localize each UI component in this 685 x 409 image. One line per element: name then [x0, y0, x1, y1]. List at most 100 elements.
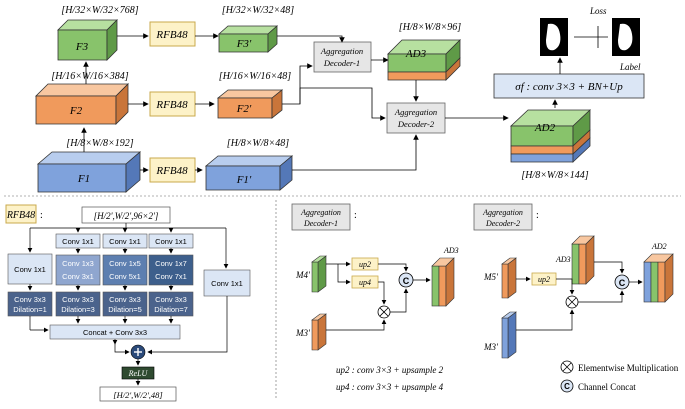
ad2-label: AD2: [534, 122, 556, 134]
svg-text:Conv 3x1: Conv 3x1: [62, 272, 94, 281]
f2p-dim: [H/16×W/16×48]: [219, 71, 291, 82]
rfb-relu-box: ReLU: [121, 366, 155, 380]
legend-concat-label: Channel Concat: [578, 382, 636, 392]
svg-text:Conv 1x1: Conv 1x1: [62, 237, 94, 246]
dec2-m3-label: M3': [483, 342, 499, 352]
svg-text:Conv 1x1: Conv 1x1: [109, 237, 141, 246]
ad3-label: AD3: [405, 48, 427, 60]
aggregation-decoder-2-box: Aggregation Decoder-2: [386, 102, 446, 134]
f1-dim: [H/8×W/8×192]: [66, 138, 133, 149]
rfb-dil-3: Conv 3x3 Dilation=7: [148, 291, 194, 317]
dec2-title-box: Aggregation Decoder-2: [473, 203, 533, 231]
svg-text:Conv 1x1: Conv 1x1: [211, 279, 243, 288]
dec1-m4-block: [311, 255, 327, 293]
rfb-input-box: [H/2',W/2',96×2']: [81, 206, 171, 224]
rfb-label-1: RFB48: [155, 165, 188, 177]
dec1-up4-box: up4: [351, 275, 379, 289]
dec1-line2: Decoder-1: [323, 58, 360, 68]
dec1-output-block: [431, 257, 455, 307]
dec1-up2-box: up2: [351, 257, 379, 271]
dec1-output-label: AD3: [443, 246, 459, 255]
svg-text:Dilation=5: Dilation=5: [108, 305, 142, 314]
svg-text::: :: [354, 210, 357, 221]
dec2-line2: Decoder-2: [397, 119, 435, 129]
svg-text:Dilation=7: Dilation=7: [154, 305, 188, 314]
ad3-dim: [H/8×W/8×96]: [399, 22, 461, 33]
dec2-line1: Aggregation: [394, 107, 437, 117]
f3p-block: F3': [217, 25, 279, 53]
rfb-box-1: RFB48: [149, 157, 196, 183]
svg-text:Conv 1x7: Conv 1x7: [155, 259, 187, 268]
rfb-concat-box: Concat + Conv 3x3: [49, 324, 181, 340]
rfb-sep-b2: Conv 1x5 Conv 5x1: [102, 254, 148, 286]
ad3-block: AD3: [387, 39, 461, 81]
svg-text:C: C: [403, 276, 410, 286]
label-mask: [612, 18, 640, 56]
svg-text:Concat + Conv 3x3: Concat + Conv 3x3: [83, 328, 147, 337]
rfb-conv1x1-b0: Conv 1x1: [7, 253, 53, 285]
dec1-m3-block: [311, 313, 327, 351]
svg-text:Conv 3x3: Conv 3x3: [62, 295, 94, 304]
svg-text:C: C: [564, 382, 570, 391]
rfb-input-dim: [H/2',W/2',96×2']: [94, 211, 159, 221]
rfb-label-2: RFB48: [155, 99, 188, 111]
sigma-box: σf : conv 3×3 + BN+Up: [493, 73, 645, 99]
dec1-note-up4: up4 : conv 3×3 + upsample 4: [336, 382, 444, 392]
rfb-conv1x1-b2: Conv 1x1: [102, 233, 148, 249]
rfb-title-box: RFB48: [5, 204, 37, 224]
dec1-mult-node: [377, 305, 391, 319]
f3p-dim: [H/32×W/32×48]: [222, 5, 294, 16]
f1p-label: F1': [236, 174, 252, 186]
dec1-note-up2: up2 : conv 3×3 + upsample 2: [336, 365, 444, 375]
f3p-label: F3': [236, 38, 252, 50]
rfb-sep-b3: Conv 1x7 Conv 7x1: [148, 254, 194, 286]
f1p-dim: [H/8×W/8×48]: [227, 138, 289, 149]
ad2-dim: [H/8×W/8×144]: [521, 170, 588, 181]
dec1-m3-label: M3': [295, 328, 311, 338]
svg-text:Conv 7x1: Conv 7x1: [155, 272, 187, 281]
rfb-dil-2: Conv 3x3 Dilation=5: [102, 291, 148, 317]
svg-text:Conv 3x3: Conv 3x3: [14, 295, 46, 304]
f3-label: F3: [75, 41, 89, 53]
svg-text:Conv 1x3: Conv 1x3: [62, 259, 94, 268]
dec2-ad3-block: [571, 235, 595, 285]
dec2-m5-label: M5': [483, 272, 499, 282]
rfb-output-dim: [H/2',W/2',48]: [113, 390, 162, 400]
svg-text:Conv 1x5: Conv 1x5: [109, 259, 141, 268]
f3-dim: [H/32×W/32×768]: [61, 5, 138, 16]
dec1-line1: Aggregation: [320, 46, 363, 56]
dec2-up2-box: up2: [531, 272, 557, 286]
svg-text:Aggregation: Aggregation: [300, 208, 341, 217]
svg-text:C: C: [619, 278, 626, 288]
dec2-mult-node: [565, 295, 579, 309]
rfb-output-box: [H/2',W/2',48]: [99, 386, 177, 402]
svg-text:Aggregation: Aggregation: [482, 208, 523, 217]
loss-label: Loss: [589, 6, 607, 16]
legend-concat: C Channel Concat: [560, 379, 636, 393]
rfb-sep-b1: Conv 1x3 Conv 3x1: [55, 254, 101, 286]
svg-text:Conv 3x3: Conv 3x3: [155, 295, 187, 304]
rfb-conv1x1-shortcut: Conv 1x1: [203, 269, 251, 297]
dec2-output-label: AD2: [651, 242, 667, 251]
f2-dim: [H/16×W/16×384]: [51, 71, 128, 82]
f2p-block: F2': [216, 89, 284, 119]
svg-text:Conv 1x1: Conv 1x1: [155, 237, 187, 246]
dec2-ad3-label: AD3: [555, 255, 571, 264]
ad2-block: AD2: [509, 109, 592, 163]
dec2-m3-block: [501, 311, 517, 359]
dec2-m5-block: [501, 257, 517, 299]
svg-text:Dilation=1: Dilation=1: [13, 305, 47, 314]
dec1-m4-label: M4': [295, 270, 311, 280]
rfb-label-3: RFB48: [155, 29, 188, 41]
rfb-conv1x1-b1: Conv 1x1: [55, 233, 101, 249]
svg-text:Decoder-1: Decoder-1: [303, 219, 338, 228]
rfb-conv1x1-b3: Conv 1x1: [148, 233, 194, 249]
f2-block: F2: [35, 83, 129, 125]
label-label: Label: [619, 62, 641, 72]
legend-mult-label: Elementwise Multiplication: [578, 363, 679, 373]
svg-text:Dilation=3: Dilation=3: [61, 305, 95, 314]
dec2-concat-node: C: [614, 274, 630, 290]
rfb-dil-1: Conv 3x3 Dilation=3: [55, 291, 101, 317]
svg-text:up4: up4: [359, 278, 371, 287]
